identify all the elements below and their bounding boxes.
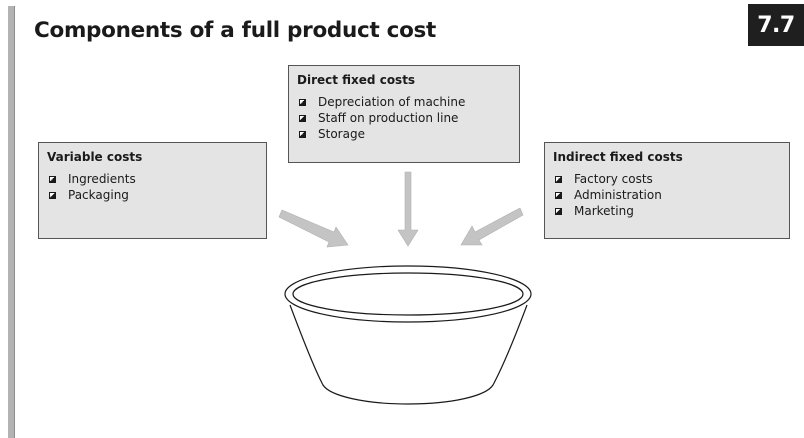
arrow-right-icon [460, 207, 524, 246]
arrow-center-icon [397, 171, 419, 247]
list-item-label: Staff on production line [318, 111, 459, 125]
diagonal-square-bullet-icon [49, 191, 56, 199]
list-item: Ingredients [47, 171, 258, 187]
list-item-label: Marketing [574, 204, 634, 218]
diagonal-square-bullet-icon [555, 175, 562, 183]
direct-fixed-costs-box: Direct fixed costs Depreciation of machi… [288, 65, 520, 163]
list-item-label: Packaging [68, 188, 129, 202]
list-item: Depreciation of machine [297, 94, 511, 110]
diagonal-square-bullet-icon [299, 130, 306, 138]
list-item-label: Administration [574, 188, 662, 202]
frame-left-rule [14, 6, 15, 438]
diagonal-square-bullet-icon [555, 191, 562, 199]
arrow-left-icon [278, 209, 349, 248]
list-item: Factory costs [553, 171, 781, 187]
indirect-fixed-costs-box: Indirect fixed costs Factory costs Admin… [544, 142, 790, 239]
diagonal-square-bullet-icon [299, 114, 306, 122]
list-item: Administration [553, 187, 781, 203]
list-item: Staff on production line [297, 110, 511, 126]
direct-fixed-costs-title: Direct fixed costs [297, 73, 416, 87]
list-item-label: Storage [318, 127, 365, 141]
diagonal-square-bullet-icon [555, 207, 562, 215]
list-item: Marketing [553, 203, 781, 219]
variable-costs-box: Variable costs Ingredients Packaging [38, 142, 267, 239]
list-item: Storage [297, 126, 511, 142]
list-item-label: Depreciation of machine [318, 95, 466, 109]
indirect-fixed-costs-title: Indirect fixed costs [553, 150, 683, 164]
list-item-label: Ingredients [68, 172, 136, 186]
list-item: Packaging [47, 187, 258, 203]
page-title: Components of a full product cost [34, 18, 437, 43]
figure-number-badge: 7.7 [748, 4, 804, 46]
variable-costs-title: Variable costs [47, 150, 143, 164]
diagonal-square-bullet-icon [299, 98, 306, 106]
frame-left-bar [8, 6, 14, 438]
diagonal-square-bullet-icon [49, 175, 56, 183]
bowl-icon [284, 265, 532, 405]
list-item-label: Factory costs [574, 172, 653, 186]
